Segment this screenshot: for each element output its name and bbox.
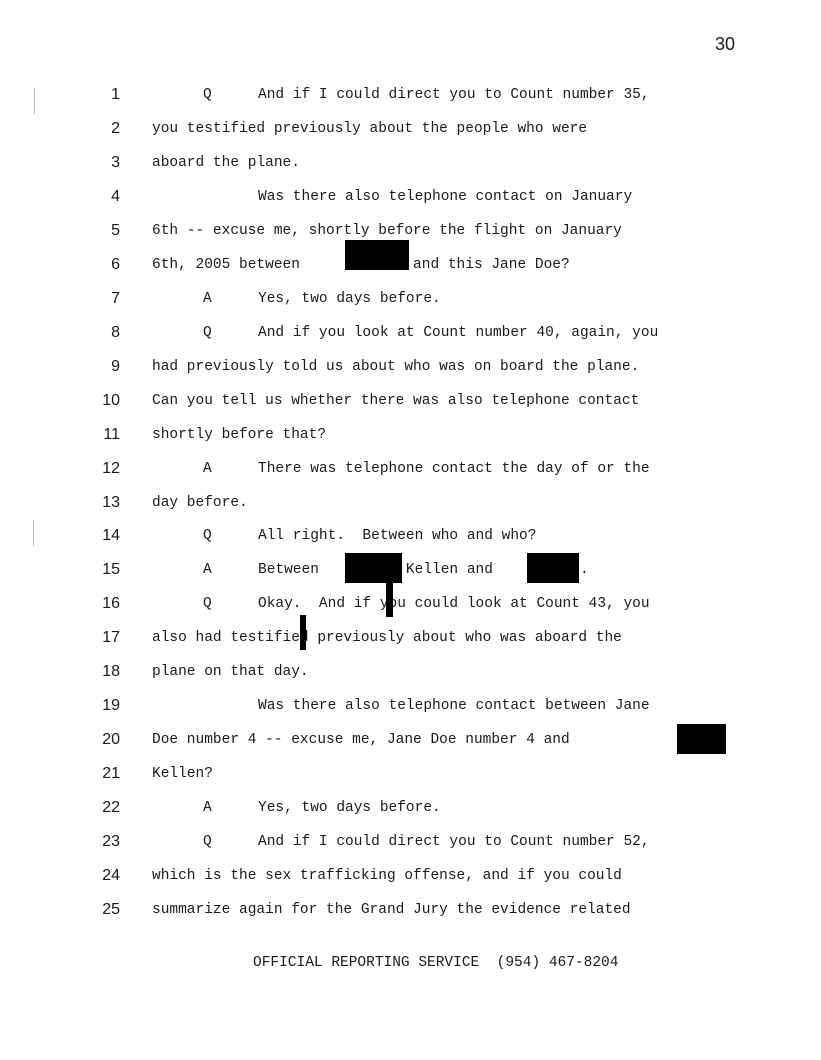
line-text: plane on that day. [152,664,309,681]
line-text: 6th -- excuse me, shortly before the fli… [152,222,622,239]
line-number: 15 [102,561,120,579]
line-text: Can you tell us whether there was also t… [152,392,640,409]
line-text: And if I could direct you to Count numbe… [258,87,650,103]
page-number: 30 [715,34,736,54]
line-number: 6 [111,255,120,273]
redaction-box [345,553,402,583]
line-text: Doe number 4 -- excuse me, Jane Doe numb… [152,732,570,749]
line-number: 13 [102,493,120,511]
line-number: 10 [102,391,120,409]
line-number: 23 [102,833,120,851]
redaction-box [527,553,579,583]
line-text: shortly before that? [152,426,327,443]
speaker-label: Q [203,528,212,545]
line-number: 25 [102,901,120,919]
line-text: aboard the plane. [152,154,300,171]
line-text: And if I could direct you to Count numbe… [258,834,650,851]
line-number: 17 [102,629,120,647]
line-number: 22 [102,799,120,817]
line-text: Was there also telephone contact between… [258,698,650,715]
redaction-box [345,240,409,270]
line-number: 20 [102,731,120,749]
line-text: All right. Between who and who? [258,528,537,545]
line-text: 6th, 2005 between and this Jane Doe? [152,256,570,273]
line-text: had previously told us about who was on … [152,358,640,375]
line-number: 12 [102,459,120,477]
line-text: also had testified previously about who … [152,630,622,647]
line-number: 8 [111,323,120,341]
line-text: There was telephone contact the day of o… [258,460,650,477]
redaction-box [677,724,726,754]
line-text: Yes, two days before. [258,800,441,817]
line-number: 7 [111,289,120,307]
scan-artifact [33,520,34,546]
line-number: 19 [102,697,120,715]
speaker-label: A [203,562,212,579]
speaker-label: Q [203,834,212,851]
line-number: 9 [111,357,120,375]
line-number: 5 [111,221,120,239]
line-text: Okay. And if you could look at Count 43,… [258,596,650,613]
line-number: 16 [102,595,120,613]
line-text: summarize again for the Grand Jury the e… [152,902,631,919]
scan-artifact [34,88,35,114]
redaction-mark [386,580,393,617]
footer: OFFICIAL REPORTING SERVICE (954) 467-820… [253,955,619,971]
line-text: Between Kellen and . [258,562,589,579]
redaction-mark [300,615,306,650]
speaker-label: A [203,290,212,307]
line-text: Yes, two days before. [258,290,441,307]
speaker-label: Q [203,324,212,341]
line-number: 3 [111,153,120,171]
speaker-label: Q [203,596,212,613]
line-number: 2 [111,119,120,137]
speaker-label: Q [203,87,212,103]
line-text: which is the sex trafficking offense, an… [152,868,622,885]
line-text: Kellen? [152,766,213,783]
line-text: Was there also telephone contact on Janu… [258,188,633,205]
line-number: 21 [102,765,120,783]
line-number: 1 [111,86,120,103]
line-number: 11 [103,425,120,443]
line-text: you testified previously about the peopl… [152,120,588,137]
speaker-label: A [203,460,212,477]
line-number: 24 [102,867,120,885]
line-text: And if you look at Count number 40, agai… [258,324,659,341]
line-text: day before. [152,494,248,511]
speaker-label: A [203,800,212,817]
line-number: 14 [102,527,120,545]
line-number: 4 [111,187,120,205]
line-number: 18 [102,663,120,681]
